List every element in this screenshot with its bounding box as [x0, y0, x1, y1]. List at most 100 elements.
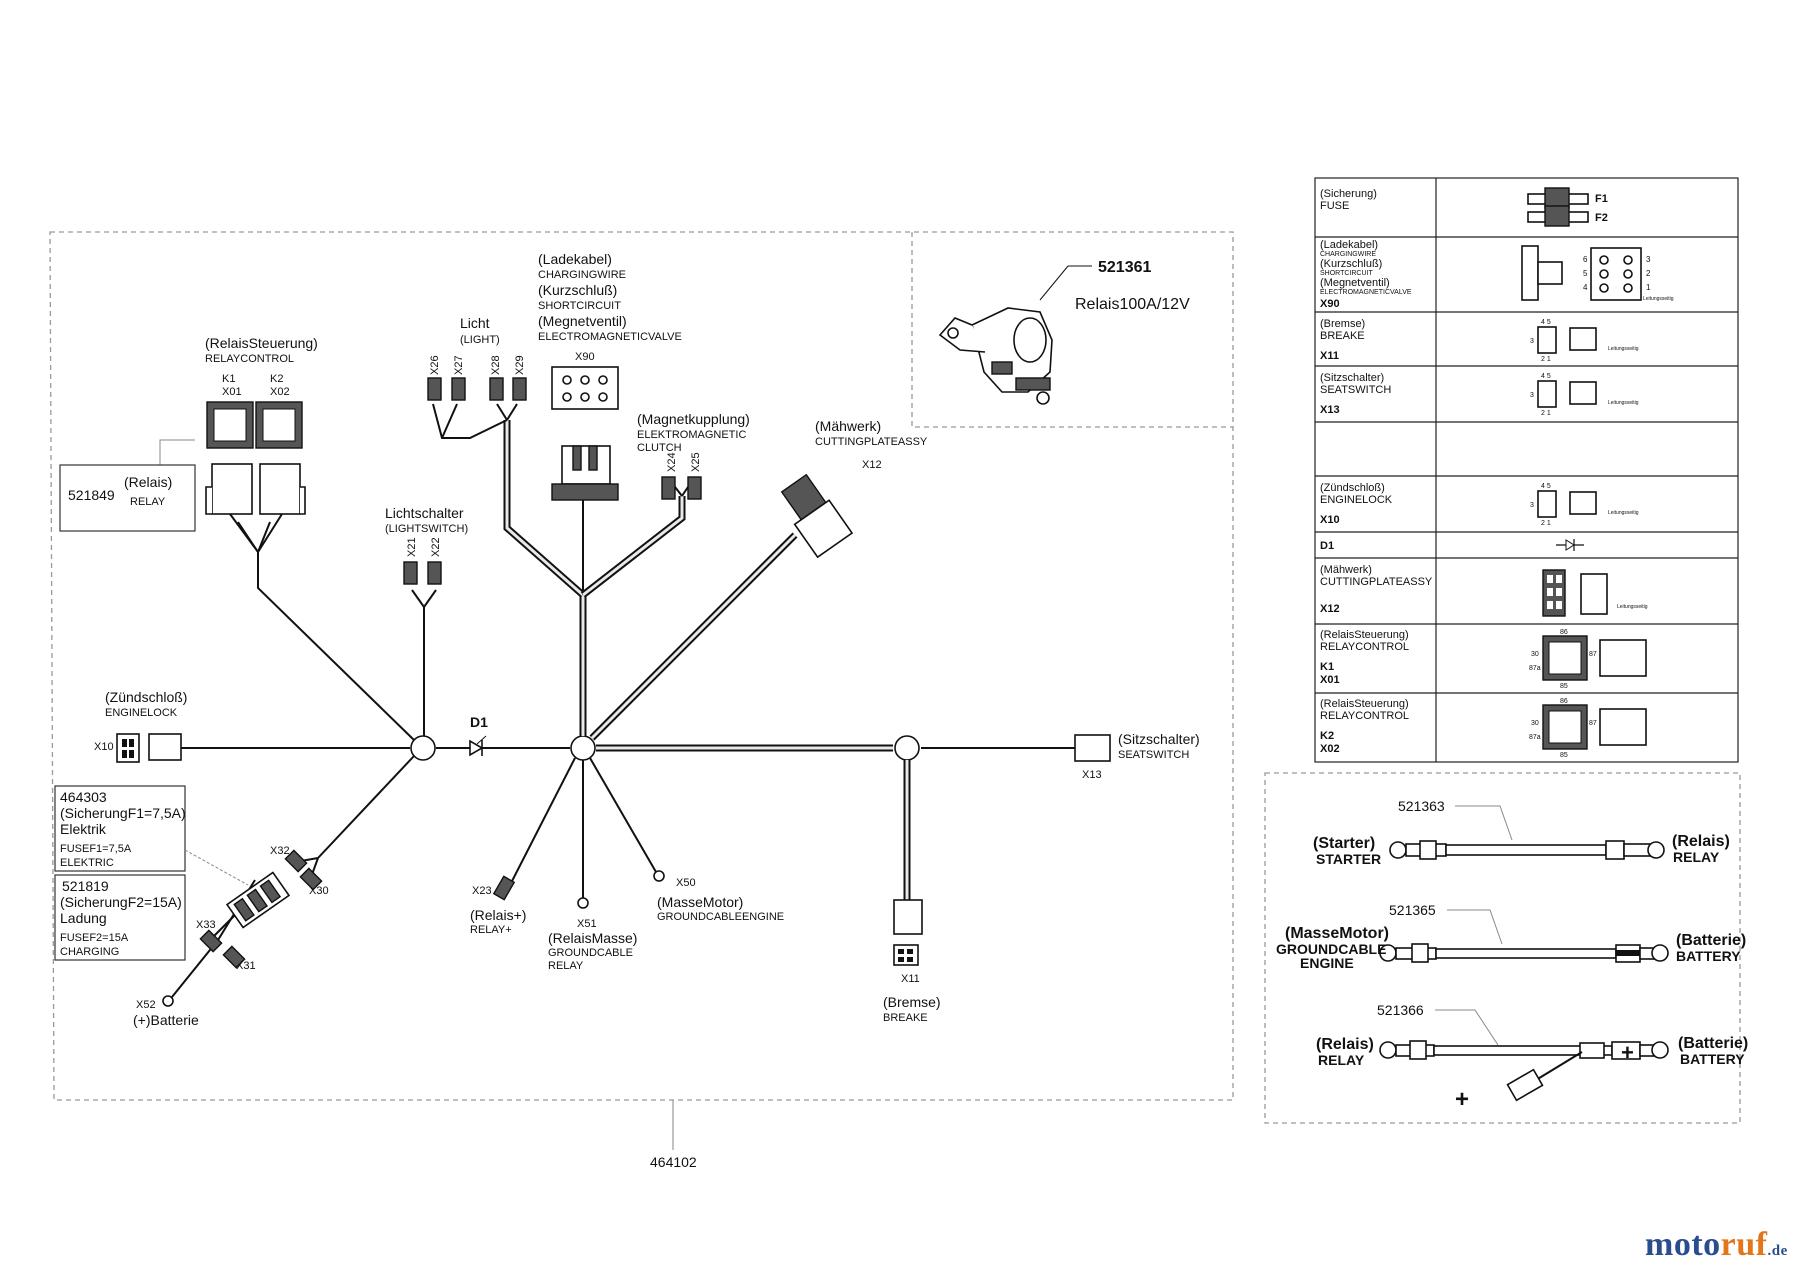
relay-100a-illustration: [938, 307, 1053, 405]
table-row-1-mark-2: 1: [1646, 283, 1651, 292]
ignition-pin: X10: [94, 741, 114, 753]
svg-text:30: 30: [1531, 720, 1539, 727]
svg-text:Leitungsseitig: Leitungsseitig: [1608, 510, 1639, 516]
relay-plus-en: RELAY+: [470, 924, 512, 936]
table-row-1-mark-0: 3: [1646, 255, 1651, 264]
svg-text:(Zündschloß): (Zündschloß): [1320, 482, 1385, 494]
relay-ground-en1: GROUNDCABLE: [548, 947, 633, 959]
fuse-holder: [225, 871, 291, 929]
x12-illustration: [1542, 569, 1608, 617]
cable-2-right-de: (Batterie): [1678, 1035, 1748, 1052]
relay-ground-pin: X51: [577, 918, 597, 930]
fuse-pin-x33: X33: [196, 919, 216, 931]
table-row-1-line-4: (Megnetventil): [1320, 277, 1390, 289]
svg-text:3: 3: [1530, 338, 1534, 345]
table-row-7-line-1: CUTTINGPLATEASSY: [1320, 576, 1433, 588]
fuse1-part: 464303: [60, 789, 107, 805]
charging-en1: CHARGINGWIRE: [538, 269, 626, 281]
table-row-0-mark-0: F1: [1595, 193, 1608, 205]
relay-inset-label: Relais100A/12V: [1075, 296, 1190, 313]
clutch-de: (Magnetkupplung): [637, 411, 750, 427]
table-row-7-note: Leitungsseitig: [1617, 604, 1648, 610]
relay-k1-label: K1: [222, 373, 235, 385]
motoruf-logo: motoruf.de: [1645, 1226, 1788, 1264]
seat-switch-de: (Sitzschalter): [1118, 731, 1200, 747]
charging-de3: (Megnetventil): [538, 313, 627, 329]
relay-x01-label: X01: [222, 386, 242, 398]
seat-switch-pin: X13: [1082, 769, 1102, 781]
svg-text:30: 30: [1531, 651, 1539, 658]
fuse2-part: 521819: [62, 878, 109, 894]
cable-2-part: 521366: [1377, 1002, 1424, 1018]
mower-en: CUTTINGPLATEASSY: [815, 436, 928, 448]
svg-text:(Bremse): (Bremse): [1320, 318, 1365, 330]
light-switch-pin-x22: X22: [430, 537, 442, 557]
cables-frame: [1264, 772, 1741, 1124]
cable-1-right-en: BATTERY: [1676, 948, 1741, 964]
svg-text:3: 3: [1530, 502, 1534, 509]
svg-text:86: 86: [1560, 629, 1568, 636]
cable-2-left-en: RELAY: [1318, 1052, 1365, 1068]
table-row-1-mark-1: 2: [1646, 269, 1651, 278]
charging-de2: (Kurzschluß): [538, 282, 617, 298]
table-row-1-note: Leitungsseitig: [1643, 296, 1674, 302]
svg-text:X26: X26: [429, 355, 441, 375]
table-row-7-code: X12: [1320, 603, 1340, 615]
svg-text:2 1: 2 1: [1541, 356, 1551, 363]
table-row-0-line-1: FUSE: [1320, 200, 1349, 212]
relay-plus-connector: [492, 875, 516, 901]
splice-node-2: [570, 735, 596, 761]
splice-node-1: [410, 735, 436, 761]
svg-text:(RelaisSteuerung): (RelaisSteuerung): [1320, 698, 1409, 710]
svg-text:4 5: 4 5: [1541, 319, 1551, 326]
fuse1-line4: ELEKTRIC: [60, 857, 114, 869]
svg-text:2 1: 2 1: [1541, 520, 1551, 527]
relay-ground-de: (RelaisMasse): [548, 930, 637, 946]
table-row-5: (Zündschloß) ENGINELOCK X10 4 5 3 2 1 Le…: [1320, 482, 1639, 527]
fuse1-line2: Elektrik: [60, 821, 107, 837]
svg-text:X02: X02: [1320, 743, 1340, 755]
seat-switch-en: SEATSWITCH: [1118, 749, 1189, 761]
splice-node-3: [894, 735, 920, 761]
cable-1-part: 521365: [1389, 902, 1436, 918]
brake-pin: X11: [901, 973, 920, 985]
cable-0-right-de: (Relais): [1672, 833, 1730, 850]
svg-text:ENGINELOCK: ENGINELOCK: [1320, 494, 1393, 506]
mower-pin: X12: [862, 459, 882, 471]
svg-text:(RelaisSteuerung): (RelaisSteuerung): [1320, 629, 1409, 641]
relay-ground-en2: RELAY: [548, 960, 584, 972]
fuse-pin-x32: X32: [270, 845, 290, 857]
cable-1-right-de: (Batterie): [1676, 932, 1746, 949]
svg-text:Leitungsseitig: Leitungsseitig: [1608, 346, 1639, 352]
svg-text:X01: X01: [1320, 674, 1340, 686]
brake-de: (Bremse): [883, 994, 941, 1010]
seat-switch-connector: [1074, 734, 1111, 762]
engine-ground-en: GROUNDCABLEENGINE: [657, 911, 784, 923]
clutch-en2: CLUTCH: [637, 442, 682, 454]
svg-text:RELAYCONTROL: RELAYCONTROL: [1320, 641, 1409, 653]
table-row-1-line-1: CHARGINGWIRE: [1320, 251, 1376, 258]
svg-text:87: 87: [1589, 651, 1597, 658]
charging-connector: [551, 366, 619, 501]
clutch-pin-x25: X25: [690, 452, 702, 472]
svg-text:4 5: 4 5: [1541, 483, 1551, 490]
x90-illustration: [1521, 245, 1642, 301]
svg-text:2 1: 2 1: [1541, 410, 1551, 417]
diode-label: D1: [470, 714, 488, 730]
mower-de: (Mähwerk): [815, 418, 881, 434]
svg-text:X13: X13: [1320, 404, 1340, 416]
svg-text:X29: X29: [514, 355, 526, 375]
table-row-7-line-0: (Mähwerk): [1320, 564, 1372, 576]
table-row-6-code: D1: [1320, 540, 1334, 552]
svg-text:87: 87: [1589, 720, 1597, 727]
cable-0-part: 521363: [1398, 798, 1445, 814]
svg-text:(Sitzschalter): (Sitzschalter): [1320, 372, 1384, 384]
svg-text:3: 3: [1530, 392, 1534, 399]
battery-pin: X52: [136, 999, 156, 1011]
harness-part-number: 464102: [650, 1154, 697, 1170]
table-row-8: (RelaisSteuerung) RELAYCONTROL K1 X01 86…: [1320, 629, 1647, 690]
svg-text:K2: K2: [1320, 730, 1334, 742]
fuse2-line4: CHARGING: [60, 946, 119, 958]
table-row-1-line-3: SHORTCIRCUIT: [1320, 270, 1373, 277]
light-switch-pin-x21: X21: [406, 537, 418, 557]
